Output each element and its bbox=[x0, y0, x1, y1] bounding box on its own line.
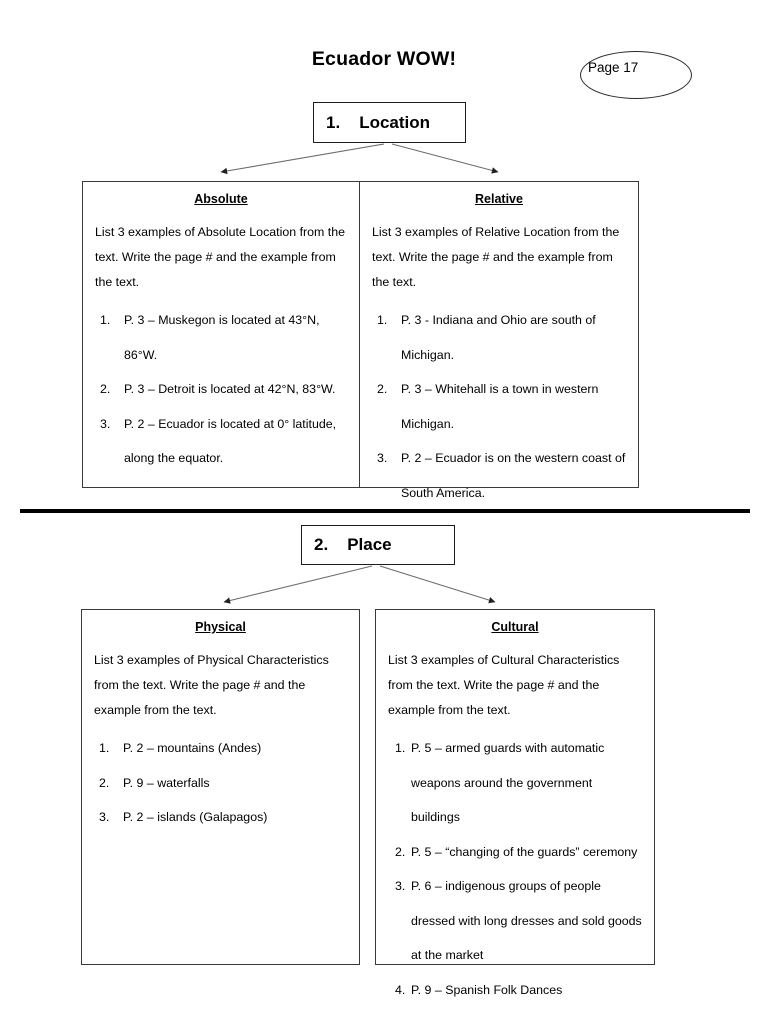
page-number-oval-shape bbox=[580, 51, 692, 99]
table-cell-absolute: Absolute List 3 examples of Absolute Loc… bbox=[83, 182, 360, 487]
location-table: Absolute List 3 examples of Absolute Loc… bbox=[82, 181, 639, 500]
list-marker: 1. bbox=[99, 741, 110, 755]
list-marker: 3. bbox=[99, 810, 110, 824]
column-heading-cultural: Cultural bbox=[491, 620, 539, 634]
box-cultural: Cultural List 3 examples of Cultural Cha… bbox=[375, 609, 655, 997]
section-name: Place bbox=[347, 535, 392, 554]
list-item: 3. P. 6 – indigenous groups of people dr… bbox=[388, 869, 642, 973]
section-number: 1. bbox=[326, 112, 341, 132]
list-marker: 2. bbox=[100, 382, 111, 396]
column-intro-physical: List 3 examples of Physical Characterist… bbox=[94, 653, 329, 717]
list-marker: 1. bbox=[377, 313, 388, 327]
section-heading-box-place[interactable]: 2. Place bbox=[301, 525, 455, 565]
section-divider-rule bbox=[20, 509, 750, 513]
answer-list-absolute: 1. P. 3 – Muskegon is located at 43°N, 8… bbox=[95, 303, 347, 476]
column-intro-cultural: List 3 examples of Cultural Characterist… bbox=[388, 653, 620, 717]
column-heading-physical: Physical bbox=[195, 620, 246, 634]
list-marker: 2. bbox=[99, 775, 110, 790]
section-heading-box-location[interactable]: 1. Location bbox=[313, 102, 466, 143]
list-item: 4. P. 9 – Spanish Folk Dances bbox=[388, 973, 642, 1008]
section-name: Location bbox=[359, 112, 431, 132]
answer-list-relative: 1. P. 3 - Indiana and Ohio are south of … bbox=[372, 303, 626, 510]
list-item-text: P. 5 – armed guards with automatic weapo… bbox=[411, 741, 605, 824]
answer-list-physical: 1. P. 2 – mountains (Andes) 2. P. 9 – wa… bbox=[94, 731, 347, 835]
section-number: 2. bbox=[314, 535, 329, 554]
answer-list-cultural: 1. P. 5 – armed guards with automatic we… bbox=[388, 731, 642, 1007]
list-marker: 1. bbox=[100, 313, 111, 327]
list-item: 1. P. 2 – mountains (Andes) bbox=[94, 731, 347, 766]
page-number-label: Page 17 bbox=[588, 60, 639, 75]
page-title: Ecuador WOW! bbox=[311, 48, 457, 70]
list-item: 2. P. 9 – waterfalls bbox=[94, 766, 347, 801]
list-item: 1. P. 5 – armed guards with automatic we… bbox=[388, 731, 642, 835]
column-intro-relative: List 3 examples of Relative Location fro… bbox=[372, 225, 620, 289]
list-item: 3. P. 2 – Ecuador is on the western coas… bbox=[372, 441, 626, 510]
list-item-text: P. 3 – Muskegon is located at 43°N, 86°W… bbox=[124, 313, 320, 362]
column-intro-absolute: List 3 examples of Absolute Location fro… bbox=[95, 225, 346, 289]
list-item: 1. P. 3 – Muskegon is located at 43°N, 8… bbox=[95, 303, 347, 372]
list-item: 2. P. 3 – Detroit is located at 42°N, 83… bbox=[95, 372, 347, 407]
list-item-text: P. 2 – mountains (Andes) bbox=[123, 741, 262, 755]
list-item-text: P. 2 – Ecuador is located at 0° latitude… bbox=[124, 416, 337, 466]
list-marker: 3. bbox=[100, 416, 111, 431]
list-item-text: P. 9 – Spanish Folk Dances bbox=[411, 982, 563, 997]
list-marker: 3. bbox=[395, 879, 406, 893]
list-item: 2. P. 3 – Whitehall is a town in western… bbox=[372, 372, 626, 441]
list-item: 1. P. 3 - Indiana and Ohio are south of … bbox=[372, 303, 626, 372]
list-item-text: P. 3 - Indiana and Ohio are south of Mic… bbox=[401, 313, 596, 362]
list-item: 3. P. 2 – islands (Galapagos) bbox=[94, 800, 347, 835]
list-marker: 3. bbox=[377, 451, 388, 465]
list-marker: 2. bbox=[395, 844, 406, 859]
list-item-text: P. 2 – islands (Galapagos) bbox=[123, 810, 268, 824]
table-cell-relative: Relative List 3 examples of Relative Loc… bbox=[360, 182, 638, 500]
list-item: 2. P. 5 – “changing of the guards” cerem… bbox=[388, 835, 642, 870]
list-item-text: P. 3 – Detroit is located at 42°N, 83°W. bbox=[124, 382, 336, 396]
column-heading-absolute: Absolute bbox=[194, 192, 248, 206]
list-item-text: P. 5 – “changing of the guards” ceremony bbox=[411, 844, 638, 859]
column-heading-relative: Relative bbox=[475, 192, 523, 206]
list-marker: 1. bbox=[395, 741, 406, 755]
list-item-text: P. 6 – indigenous groups of people dress… bbox=[411, 879, 642, 962]
list-marker: 4. bbox=[395, 982, 406, 997]
list-item-text: P. 9 – waterfalls bbox=[123, 775, 210, 790]
list-marker: 2. bbox=[377, 382, 388, 396]
list-item-text: P. 3 – Whitehall is a town in western Mi… bbox=[401, 382, 599, 431]
list-item-text: P. 2 – Ecuador is on the western coast o… bbox=[401, 451, 626, 500]
box-physical: Physical List 3 examples of Physical Cha… bbox=[81, 609, 360, 965]
list-item: 3. P. 2 – Ecuador is located at 0° latit… bbox=[95, 407, 347, 476]
